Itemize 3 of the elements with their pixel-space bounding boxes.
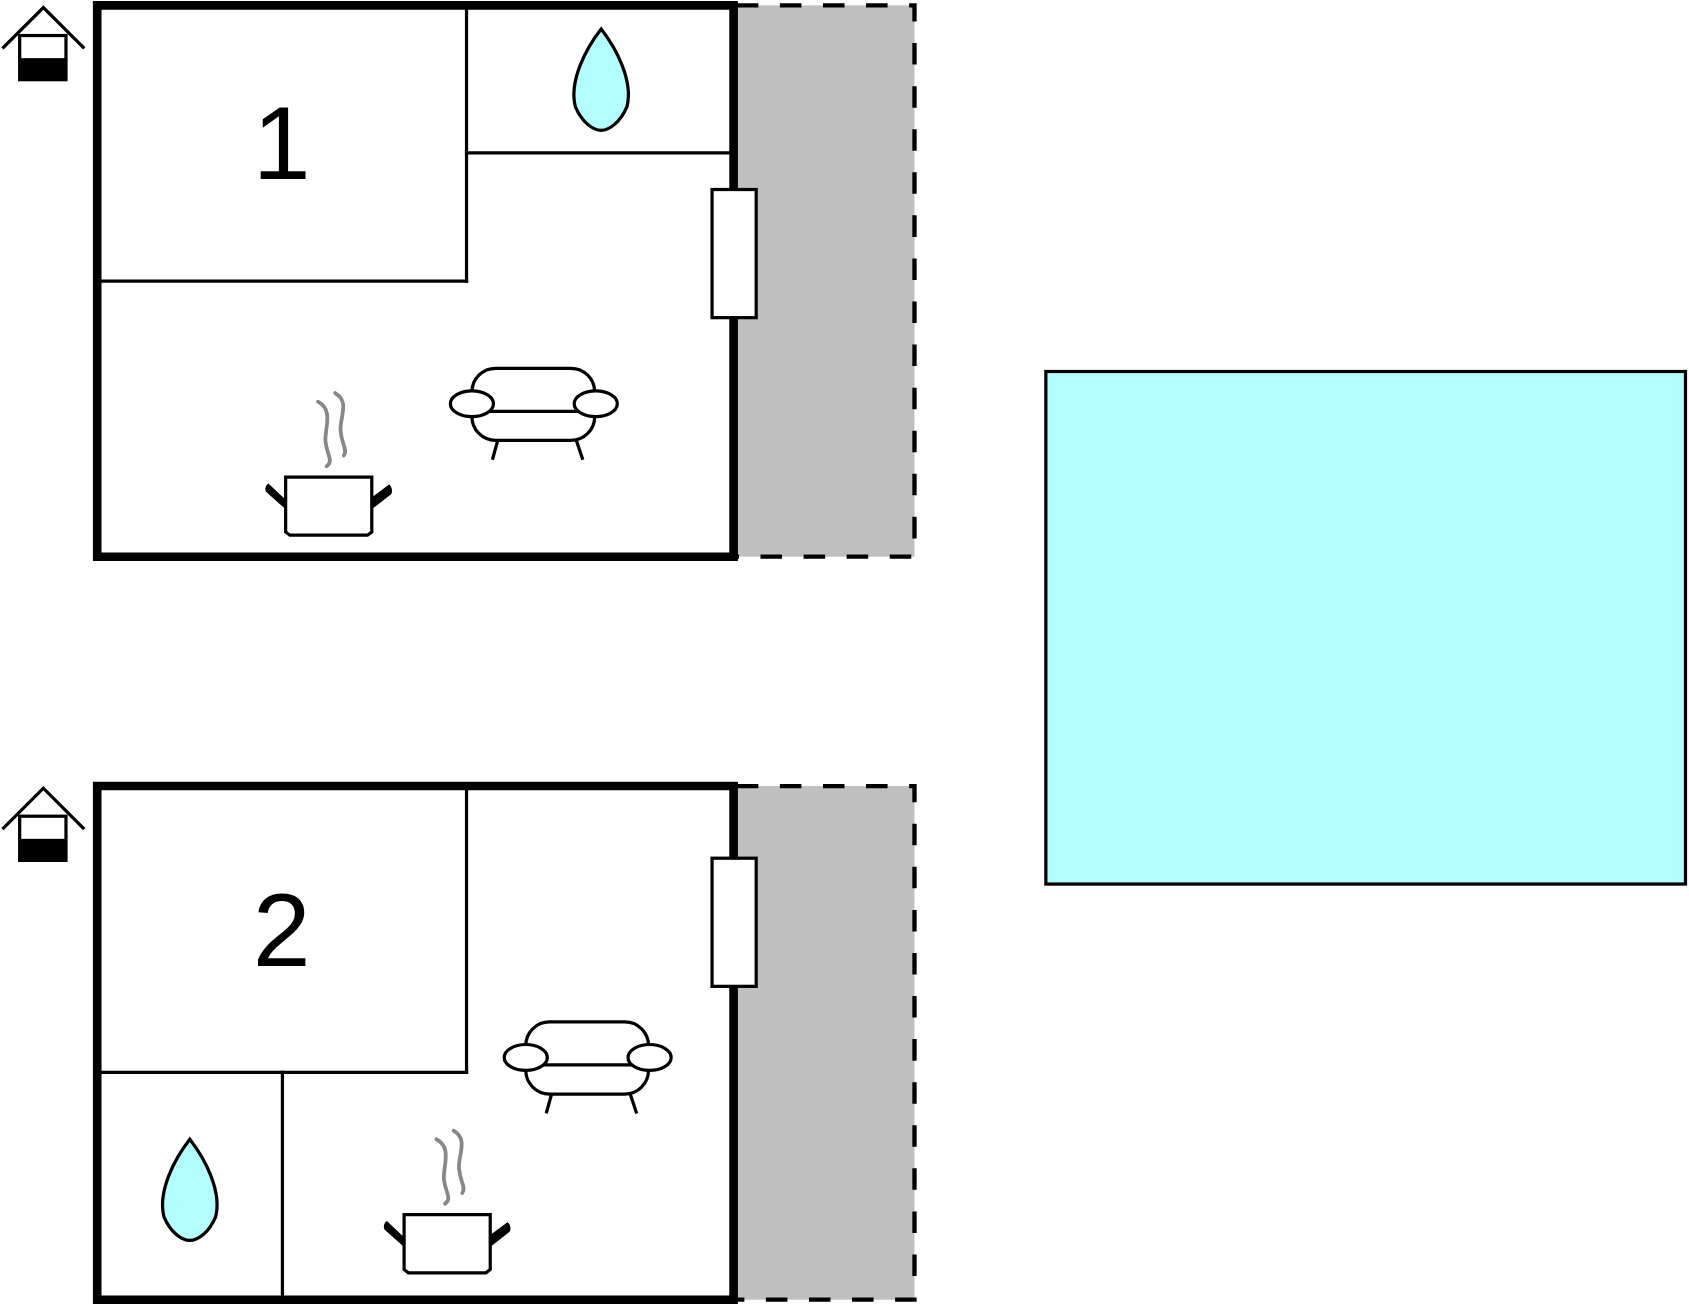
pool — [1044, 369, 1688, 886]
room-number: 1 — [252, 91, 311, 196]
room-number: 2 — [252, 877, 311, 982]
